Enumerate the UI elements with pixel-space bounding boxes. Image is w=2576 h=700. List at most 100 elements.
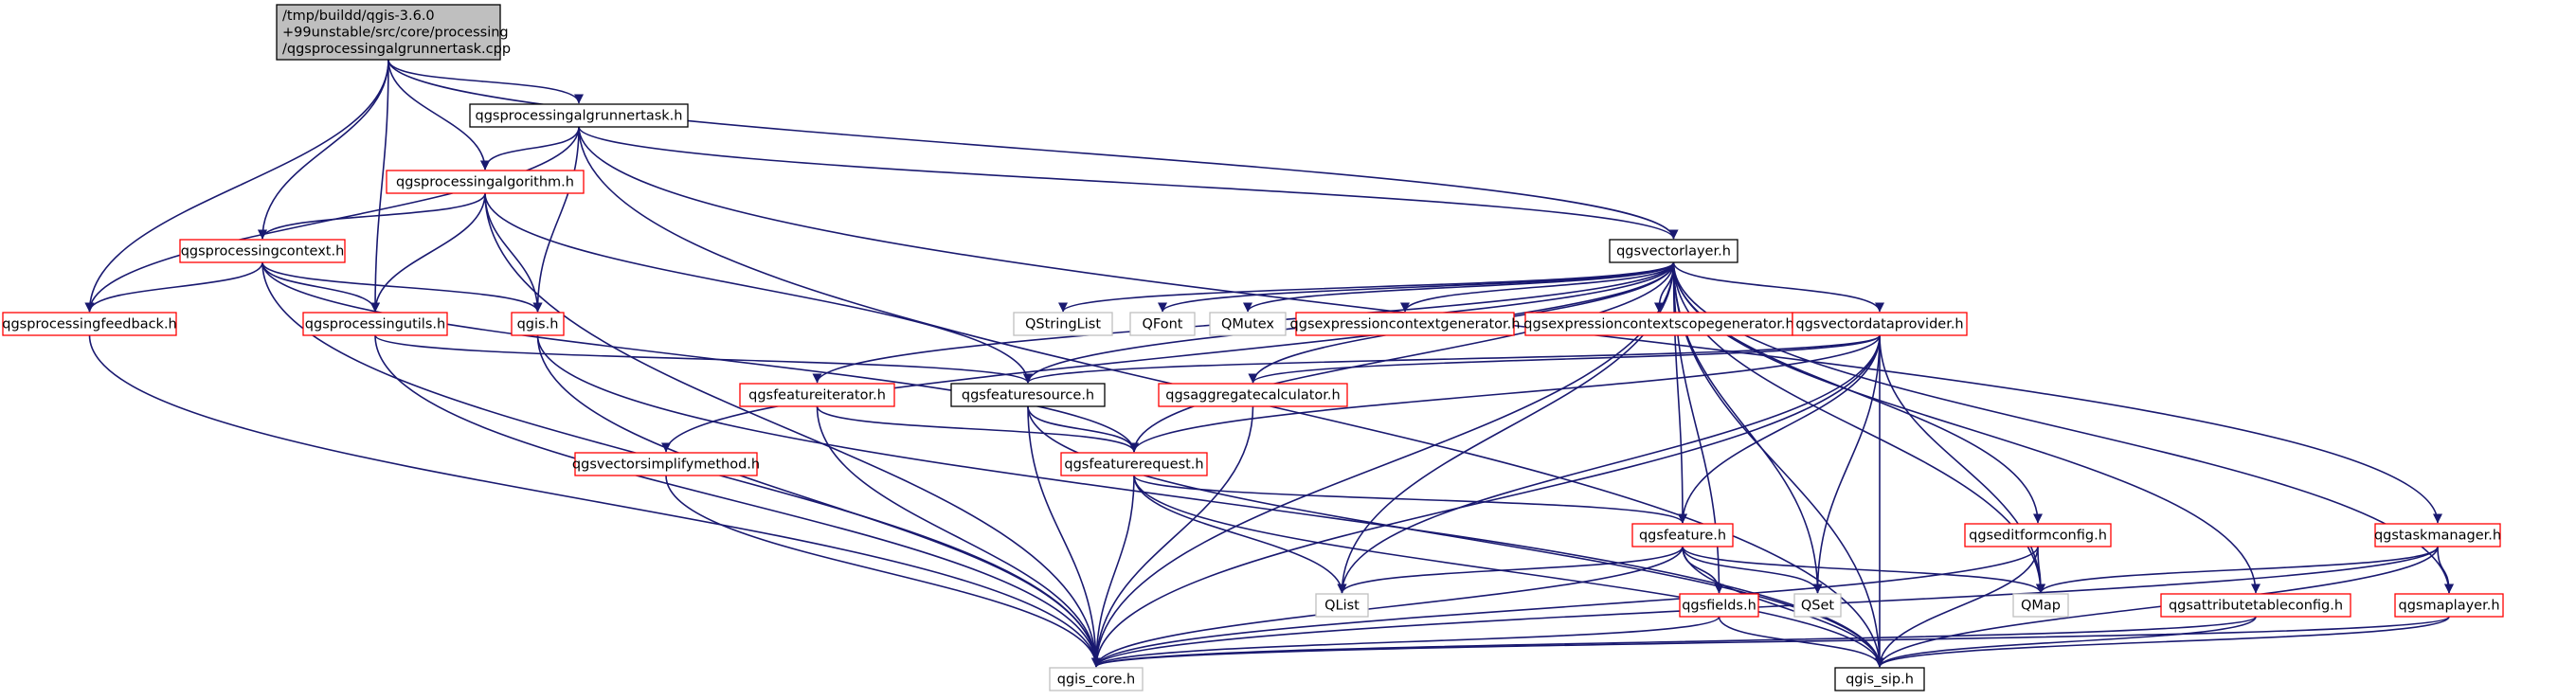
node-qfont: QFont	[1129, 312, 1196, 336]
edge-vectordataprovider-to-aggregatecalc	[1248, 334, 1881, 384]
node-root-label: +99unstable/src/core/processing	[282, 25, 509, 40]
node-qgiscore-box	[1049, 667, 1144, 691]
node-root: /tmp/buildd/qgis-3.6.0+99unstable/src/co…	[276, 4, 511, 61]
node-algorithm-box	[386, 170, 585, 194]
edge-featurerequest-to-qgiscore	[1091, 475, 1135, 668]
edge-maplayer-to-qgissip	[1875, 616, 2450, 668]
node-qmap: QMap	[2012, 593, 2069, 618]
edge-algorithm-to-qgiscore	[484, 192, 1101, 668]
edge-context-to-utils	[261, 261, 380, 313]
node-featureiterator[interactable]: qgsfeatureiterator.h	[739, 383, 895, 407]
edge-featureiterator-to-featurerequest	[816, 405, 1139, 453]
node-qstringlist-box	[1013, 312, 1113, 336]
node-qgissip-label: qgis_sip.h	[1846, 672, 1914, 687]
node-exprctxscopegen-box	[1524, 312, 1793, 336]
edge-taskmanager-to-qmap	[2036, 546, 2439, 594]
node-aggregatecalc-box	[1158, 383, 1348, 407]
node-qset-box	[1793, 593, 1842, 618]
edge-featurerequest-to-feature	[1133, 475, 1687, 524]
node-featureiterator-label: qgsfeatureiterator.h	[748, 387, 886, 403]
node-utils[interactable]: qgsprocessingutils.h	[302, 312, 448, 336]
node-qgissip[interactable]: qgis_sip.h	[1834, 667, 1925, 691]
node-fields-label: qgsfields.h	[1682, 598, 1756, 613]
edge-vectordataprovider-to-feature	[1678, 334, 1881, 524]
node-qfont-box	[1129, 312, 1196, 336]
node-qgis-label: qgis.h	[517, 316, 559, 332]
node-exprctxscopegen[interactable]: qgsexpressioncontextscopegenerator.h	[1523, 312, 1794, 336]
node-fields[interactable]: qgsfields.h	[1679, 593, 1759, 618]
node-feature-box	[1631, 523, 1734, 547]
edge-vectordataprovider-to-qmap	[1879, 334, 2045, 594]
node-simplifymethod[interactable]: qgsvectorsimplifymethod.h	[572, 452, 760, 476]
node-qmutex: QMutex	[1209, 312, 1287, 336]
edge-editformconfig-to-qgiscore	[1091, 546, 2039, 668]
node-qgis[interactable]: qgis.h	[511, 312, 565, 336]
node-editformconfig-box	[1964, 523, 2112, 547]
edge-feedback-to-qgiscore	[88, 334, 1101, 668]
node-qmap-label: QMap	[2021, 598, 2061, 613]
edge-vectordataprovider-to-qlist	[1337, 334, 1881, 594]
edge-vectordataprovider-to-featurerequest	[1129, 334, 1881, 453]
node-editformconfig[interactable]: qgseditformconfig.h	[1964, 523, 2112, 547]
node-featuresource-box	[950, 383, 1106, 407]
node-qstringlist-label: QStringList	[1025, 316, 1101, 332]
node-attrtableconfig[interactable]: qgsattributetableconfig.h	[2160, 593, 2351, 618]
node-feature[interactable]: qgsfeature.h	[1631, 523, 1734, 547]
node-featuresource[interactable]: qgsfeaturesource.h	[950, 383, 1106, 407]
node-vectorlayer-box	[1609, 239, 1738, 263]
edge-feature-to-qlist	[1337, 546, 1684, 594]
edge-vectordataprovider-to-qgiscore	[1091, 334, 1881, 668]
edge-context-to-qgis	[261, 261, 543, 313]
edges-layer	[84, 59, 2454, 668]
edge-root-to-runnertask	[387, 59, 584, 104]
node-qlist: QList	[1315, 593, 1369, 618]
edge-vectorlayer-to-vectordataprovider	[1672, 261, 1884, 313]
node-vectordataprovider-label: qgsvectordataprovider.h	[1795, 316, 1963, 332]
node-maplayer[interactable]: qgsmaplayer.h	[2394, 593, 2504, 618]
edge-taskmanager-to-qgiscore	[1091, 546, 2439, 668]
edge-root-to-algorithm	[387, 59, 490, 171]
node-featurerequest[interactable]: qgsfeaturerequest.h	[1060, 452, 1208, 476]
node-aggregatecalc[interactable]: qgsaggregatecalculator.h	[1158, 383, 1348, 407]
node-root-label: /tmp/buildd/qgis-3.6.0	[282, 9, 435, 24]
node-feedback-label: qgsprocessingfeedback.h	[2, 316, 177, 332]
node-vectordataprovider[interactable]: qgsvectordataprovider.h	[1792, 312, 1968, 336]
node-context[interactable]: qgsprocessingcontext.h	[179, 239, 346, 263]
node-feedback-box	[2, 312, 177, 336]
edge-featuresource-to-featurerequest	[1027, 405, 1139, 453]
edge-runnertask-to-qgis	[532, 126, 580, 313]
node-taskmanager-label: qgstaskmanager.h	[2374, 528, 2501, 543]
node-vectorlayer[interactable]: qgsvectorlayer.h	[1609, 239, 1738, 263]
node-maplayer-label: qgsmaplayer.h	[2398, 598, 2499, 613]
nodes-layer: /tmp/buildd/qgis-3.6.0+99unstable/src/co…	[2, 4, 2504, 691]
edge-vectorlayer-to-qfont	[1158, 261, 1675, 313]
edge-utils-to-qgiscore	[374, 334, 1101, 668]
edge-vectorlayer-to-simplifymethod	[661, 261, 1675, 453]
edge-vectorlayer-to-featurerequest	[1129, 261, 1675, 453]
node-qgiscore-label: qgis_core.h	[1057, 672, 1135, 687]
node-qmutex-label: QMutex	[1221, 316, 1274, 332]
edge-context-to-feedback	[84, 261, 263, 313]
node-taskmanager-box	[2374, 523, 2501, 547]
node-feedback[interactable]: qgsprocessingfeedback.h	[2, 312, 177, 336]
node-algorithm[interactable]: qgsprocessingalgorithm.h	[386, 170, 585, 194]
node-runnertask[interactable]: qgsprocessingalgrunnertask.h	[469, 103, 689, 128]
edge-attrtableconfig-to-qgissip	[1875, 616, 2257, 668]
node-exprctxgen[interactable]: qgsexpressioncontextgenerator.h	[1290, 312, 1521, 336]
edge-featurerequest-to-qlist	[1133, 475, 1347, 594]
edge-vectordataprovider-to-featuresource	[1023, 334, 1881, 384]
node-editformconfig-label: qgseditformconfig.h	[1969, 528, 2107, 543]
node-exprctxgen-label: qgsexpressioncontextgenerator.h	[1290, 316, 1521, 332]
node-featurerequest-label: qgsfeaturerequest.h	[1064, 457, 1203, 472]
node-simplifymethod-label: qgsvectorsimplifymethod.h	[572, 457, 760, 472]
node-simplifymethod-box	[574, 452, 758, 476]
node-attrtableconfig-box	[2160, 593, 2351, 618]
node-qset: QSet	[1793, 593, 1842, 618]
node-taskmanager[interactable]: qgstaskmanager.h	[2374, 523, 2501, 547]
edge-featurerequest-to-qgissip	[1133, 475, 1884, 668]
edge-fields-to-qgiscore	[1091, 616, 1720, 668]
node-featureiterator-box	[739, 383, 895, 407]
edge-algorithm-to-featuresource	[484, 192, 1033, 384]
node-context-box	[179, 239, 346, 263]
edge-root-to-utils	[370, 59, 389, 313]
